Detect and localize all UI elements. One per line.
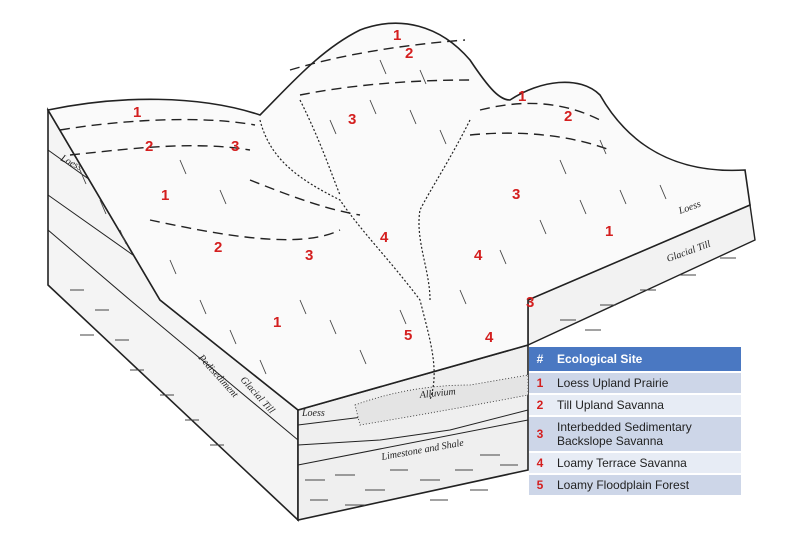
site-label-4: 4 bbox=[474, 247, 483, 264]
legend-row-num: 3 bbox=[529, 417, 551, 451]
loess-label-front: Loess bbox=[301, 408, 325, 419]
site-label-2: 2 bbox=[145, 138, 153, 155]
ecological-site-legend: # Ecological Site 1 Loess Upland Prairie… bbox=[529, 345, 741, 497]
site-label-1: 1 bbox=[133, 104, 141, 121]
legend-row: 4 Loamy Terrace Savanna bbox=[529, 453, 741, 473]
alluvium-label: Alluvium bbox=[418, 386, 456, 401]
site-label-4: 4 bbox=[380, 229, 389, 246]
legend-row-num: 5 bbox=[529, 475, 551, 495]
site-label-1: 1 bbox=[518, 88, 526, 105]
site-label-4: 4 bbox=[485, 329, 494, 346]
legend-header-num: # bbox=[529, 347, 551, 371]
site-label-1: 1 bbox=[273, 314, 281, 331]
legend-row-site: Loess Upland Prairie bbox=[551, 373, 741, 393]
site-label-3: 3 bbox=[348, 111, 356, 128]
site-label-3: 3 bbox=[305, 247, 313, 264]
site-label-5: 5 bbox=[404, 327, 412, 344]
legend-row-num: 4 bbox=[529, 453, 551, 473]
site-label-2: 2 bbox=[405, 45, 413, 62]
legend-row-site: Till Upland Savanna bbox=[551, 395, 741, 415]
site-label-3: 3 bbox=[526, 294, 534, 311]
legend-row: 2 Till Upland Savanna bbox=[529, 395, 741, 415]
legend-header: # Ecological Site bbox=[529, 347, 741, 371]
site-label-2: 2 bbox=[564, 108, 572, 125]
site-label-3: 3 bbox=[512, 186, 520, 203]
legend-row: 1 Loess Upland Prairie bbox=[529, 373, 741, 393]
legend-row-num: 1 bbox=[529, 373, 551, 393]
alluvium-band bbox=[354, 374, 529, 426]
site-label-1: 1 bbox=[605, 223, 613, 240]
legend-row: 3 Interbedded Sedimentary Backslope Sava… bbox=[529, 417, 741, 451]
legend-row-num: 2 bbox=[529, 395, 551, 415]
site-label-3: 3 bbox=[231, 138, 239, 155]
contour-lines bbox=[59, 39, 611, 241]
legend-row: 5 Loamy Floodplain Forest bbox=[529, 475, 741, 495]
legend-header-site: Ecological Site bbox=[551, 347, 741, 371]
drainage-channels bbox=[259, 99, 471, 401]
surface-hatching bbox=[79, 59, 667, 375]
legend-row-site: Loamy Floodplain Forest bbox=[551, 475, 741, 495]
site-label-1: 1 bbox=[161, 187, 169, 204]
site-label-2: 2 bbox=[214, 239, 222, 256]
limestone-pattern bbox=[70, 257, 736, 506]
legend-row-site: Interbedded Sedimentary Backslope Savann… bbox=[551, 417, 741, 451]
landscape-surface bbox=[46, 22, 751, 411]
site-label-1: 1 bbox=[393, 27, 401, 44]
legend-row-site: Loamy Terrace Savanna bbox=[551, 453, 741, 473]
